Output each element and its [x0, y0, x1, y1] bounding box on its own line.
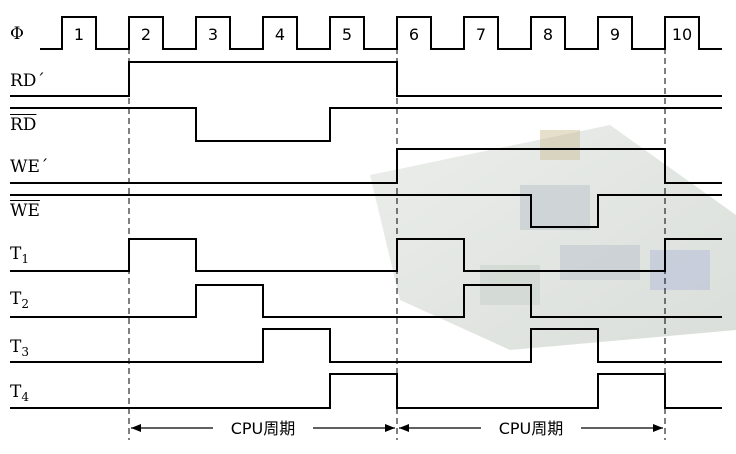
- clock-number: 4: [275, 25, 285, 44]
- rd-bar-waveform: [10, 107, 722, 142]
- clock-number: 7: [476, 25, 486, 44]
- label-t4: T4: [10, 382, 29, 404]
- period-arrowhead-left: [399, 424, 409, 432]
- period-arrowhead-right: [385, 424, 395, 432]
- period-label: CPU周期: [231, 419, 296, 438]
- rd-prime-waveform: [10, 61, 722, 97]
- label-rd-bar: RD: [10, 115, 37, 135]
- label-phi: Φ: [10, 24, 24, 44]
- clock-number: 3: [208, 25, 218, 44]
- t1-waveform: [10, 238, 722, 272]
- label-we-bar: WE: [10, 201, 40, 221]
- label-we-prime: WE´: [10, 157, 49, 177]
- clock-number: 6: [409, 25, 419, 44]
- period-arrowhead-left: [131, 424, 141, 432]
- period-label: CPU周期: [499, 419, 564, 438]
- period-arrowhead-right: [653, 424, 663, 432]
- t2-waveform: [10, 284, 722, 318]
- we-prime-waveform: [10, 148, 722, 184]
- clock-number: 10: [672, 25, 692, 44]
- clock-number: 1: [74, 25, 84, 44]
- clock-number: 2: [141, 25, 151, 44]
- label-rd-prime: RD´: [10, 71, 45, 91]
- clock-number: 9: [610, 25, 620, 44]
- clock-number: 8: [543, 25, 553, 44]
- we-bar-waveform: [10, 194, 722, 228]
- label-t3: T3: [10, 337, 29, 359]
- t4-waveform: [10, 373, 722, 409]
- label-t2: T2: [10, 289, 29, 311]
- label-t1: T1: [10, 244, 29, 266]
- t3-waveform: [10, 328, 722, 363]
- clock-number: 5: [342, 25, 352, 44]
- clock-waveform: [40, 16, 722, 50]
